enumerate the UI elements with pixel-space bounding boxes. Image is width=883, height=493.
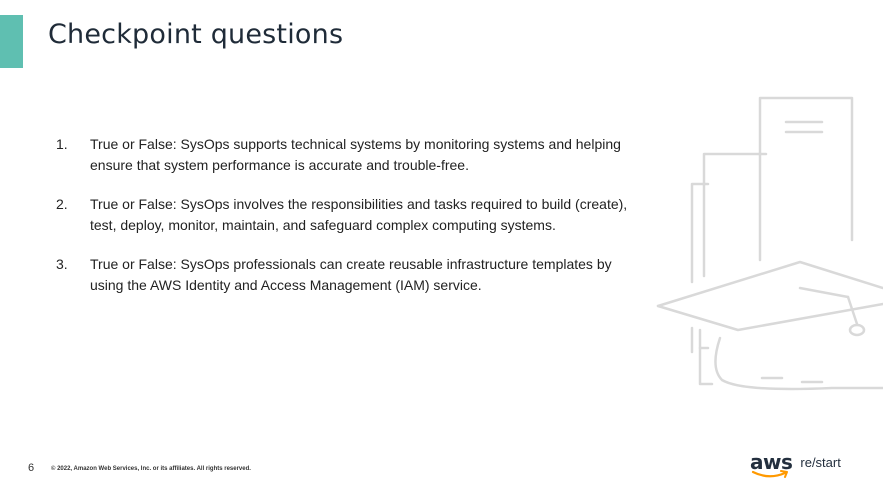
question-text: True or False: SysOps professionals can … [90,256,612,293]
title-accent-bar [0,15,23,68]
slide-title: Checkpoint questions [48,19,344,50]
question-item: 2. True or False: SysOps involves the re… [56,194,631,235]
question-number: 1. [56,136,68,152]
question-text: True or False: SysOps involves the respo… [90,196,628,233]
question-item: 3. True or False: SysOps professionals c… [56,254,631,295]
aws-restart-logo: aws re/start [750,450,841,478]
question-text: True or False: SysOps supports technical… [90,136,621,173]
copyright-notice: © 2022, Amazon Web Services, Inc. or its… [51,466,251,472]
aws-logo-text: aws [750,450,793,474]
page-number: 6 [28,462,35,474]
graduation-cap-books-icon [656,96,883,391]
question-number: 3. [56,256,68,272]
restart-label: re/start [800,455,841,470]
question-list: 1. True or False: SysOps supports techni… [56,134,631,314]
aws-smile-icon [751,470,788,478]
question-item: 1. True or False: SysOps supports techni… [56,134,631,175]
question-number: 2. [56,196,68,212]
aws-logo: aws [750,450,793,478]
